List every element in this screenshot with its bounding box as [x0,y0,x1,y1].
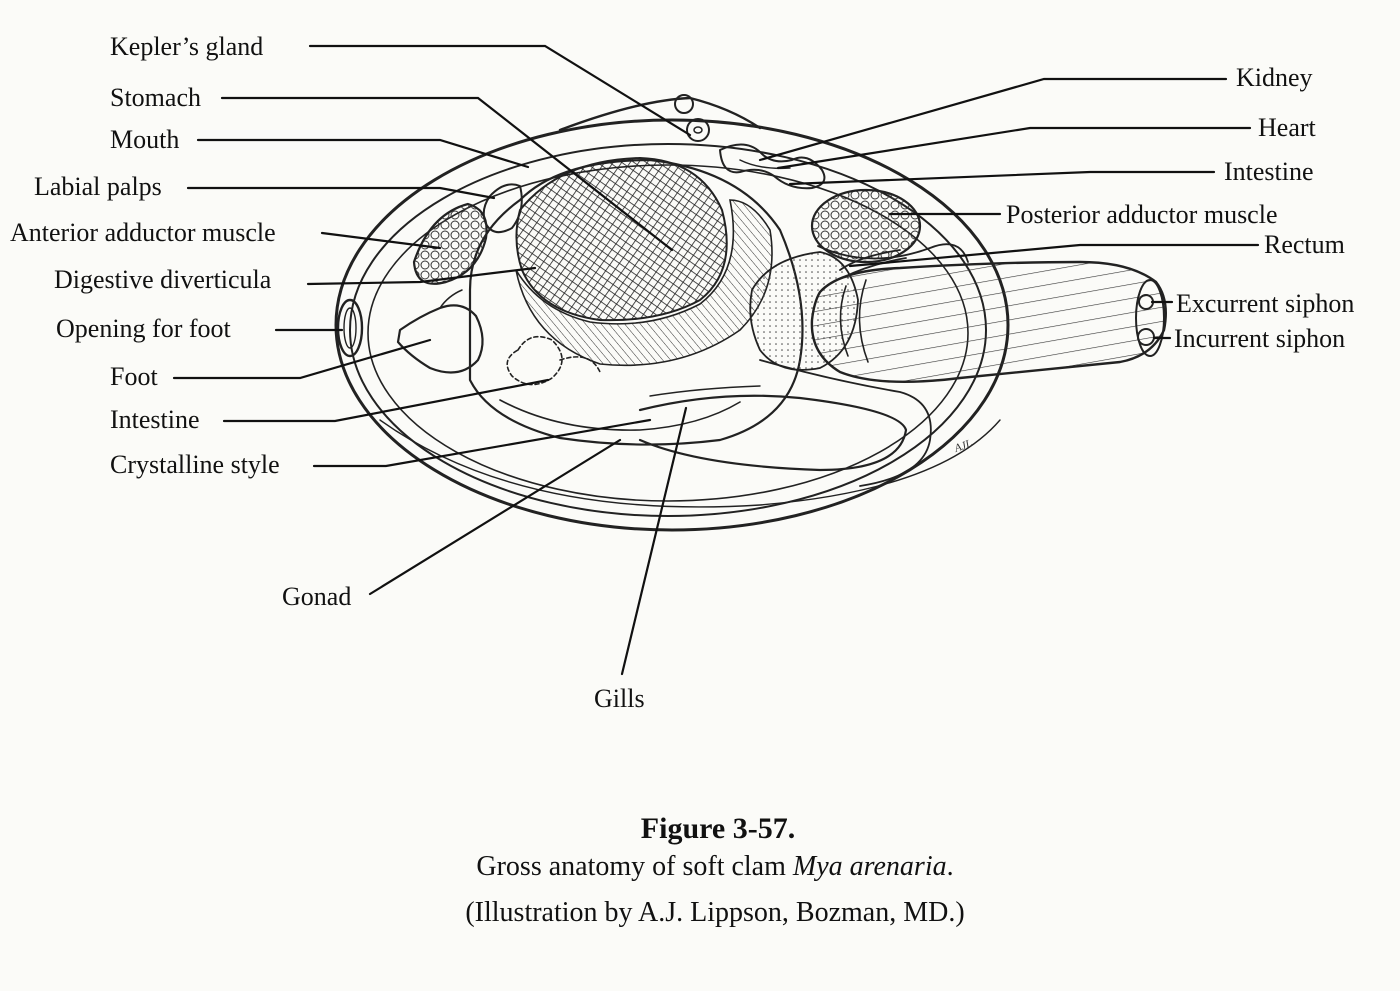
label-anterior-adductor: Anterior adductor muscle [10,218,276,247]
label-gills: Gills [594,684,645,713]
figure-description: Gross anatomy of soft clam Mya arenaria. [15,851,1400,883]
figure-description-text: Gross anatomy of soft clam [476,851,793,882]
label-digestive-diverticula: Digestive diverticula [54,265,272,294]
label-mouth: Mouth [110,125,179,154]
label-keplers-gland: Kepler’s gland [110,32,263,61]
label-posterior-adductor: Posterior adductor muscle [1006,200,1278,229]
leader-kidney [760,79,1226,160]
clam-illustration: AJL [336,95,1166,530]
leader-mouth [198,140,528,167]
label-intestine-left: Intestine [110,405,200,434]
label-opening-for-foot: Opening for foot [56,314,232,343]
label-labial-palps: Labial palps [34,172,162,201]
label-kidney: Kidney [1236,63,1313,92]
label-rectum: Rectum [1264,230,1345,259]
label-foot: Foot [110,362,158,391]
label-stomach: Stomach [110,83,201,112]
label-excurrent-siphon: Excurrent siphon [1176,289,1354,318]
label-heart: Heart [1258,113,1317,142]
label-gonad: Gonad [282,582,351,611]
label-incurrent-siphon: Incurrent siphon [1174,324,1345,353]
labels: Kepler’s gland Stomach Mouth Labial palp… [10,32,1354,713]
siphon-drawing [812,262,1166,382]
anterior-adductor-drawing [414,204,487,284]
figure-description-end: . [947,851,954,882]
labial-palps-drawing [484,184,522,232]
artist-signature: AJL [952,437,974,455]
label-intestine-right: Intestine [1224,157,1314,186]
species-name: Mya arenaria [793,851,947,882]
figure-credit: (Illustration by A.J. Lippson, Bozman, M… [15,897,1400,929]
label-crystalline-style: Crystalline style [110,450,280,479]
posterior-adductor-drawing [812,190,920,262]
leader-gills [622,408,686,674]
leader-foot [174,340,430,378]
stomach-drawing [516,158,726,320]
figure-title: Figure 3-57. [18,812,1400,846]
